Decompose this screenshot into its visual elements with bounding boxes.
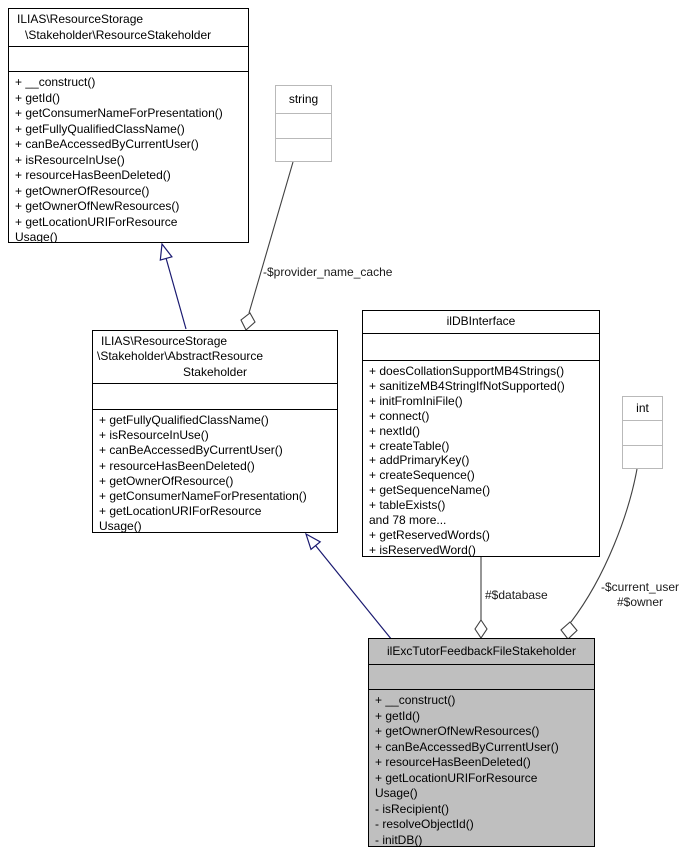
text-line: + __construct() (15, 75, 96, 89)
text-line: ilDBInterface (446, 314, 516, 329)
text-line: + canBeAccessedByCurrentUser() (15, 137, 199, 151)
class-attributes-empty (9, 46, 248, 71)
text-line: Usage() (15, 230, 58, 242)
text-line: + getConsumerNameForPresentation() (15, 106, 223, 120)
text-line: + tableExists() (369, 498, 446, 513)
aggregation-diamond-icon (240, 312, 256, 331)
usage-edge-provider-name-cache (248, 161, 294, 314)
text-line: + initFromIniFile() (369, 393, 463, 408)
text-line: and 78 more... (369, 513, 447, 528)
primitive-methods-empty (623, 445, 662, 468)
edge-label-current-user: -$current_user (600, 580, 680, 594)
inheritance-arrowhead-icon (159, 242, 173, 261)
text-line: - resolveObjectId() (375, 817, 474, 831)
primitive-methods-empty (276, 138, 331, 161)
class-title: ilExcTutorFeedbackFileStakeholder (369, 639, 594, 664)
text-line: + getLocationURIForResource (15, 214, 178, 229)
inheritance-edge-abstract-to-resource (165, 257, 187, 330)
edge-label-current-user-owner: -$current_user #$owner (594, 580, 686, 609)
class-box-abstract-resource-stakeholder[interactable]: ILIAS\ResourceStorage\Stakeholder\Abstra… (92, 330, 338, 533)
text-line: \Stakeholder\AbstractResource (97, 349, 264, 364)
inheritance-arrowhead-icon (304, 532, 322, 551)
edge-label-owner: #$owner (616, 594, 664, 609)
text-line: + resourceHasBeenDeleted() (99, 458, 255, 473)
class-methods: + doesCollationSupportMB4Strings()+ sani… (363, 360, 599, 556)
text-line: + getOwnerOfNewResources() (15, 199, 180, 213)
primitive-attributes-empty (276, 113, 331, 138)
text-line: + getFullyQualifiedClassName() (15, 121, 185, 136)
edge-label-database: #$database (485, 588, 548, 602)
class-methods: + getFullyQualifiedClassName()+ isResour… (93, 409, 337, 532)
edge-label-provider-name-cache: -$provider_name_cache (263, 265, 393, 279)
class-box-ilexctutorfeedbackfilestakeholder: ilExcTutorFeedbackFileStakeholder + __co… (368, 638, 595, 847)
primitive-title: int (636, 401, 649, 415)
text-line: + createSequence() (369, 468, 475, 483)
text-line: + getId() (375, 708, 421, 723)
class-attributes-empty (369, 664, 594, 689)
text-line: + getLocationURIForResource (375, 770, 538, 785)
inheritance-edge-ilexc-to-abstract (315, 545, 393, 641)
primitive-box-string: string (275, 85, 332, 162)
text-line: + isResourceInUse() (15, 152, 125, 167)
text-line: \Stakeholder\ResourceStakeholder (25, 27, 212, 42)
aggregation-diamond-icon (560, 621, 578, 640)
class-box-ildbinterface[interactable]: ilDBInterface + doesCollationSupportMB4S… (362, 310, 600, 557)
class-title: ILIAS\ResourceStorage\Stakeholder\Resour… (9, 9, 248, 46)
text-line: + isReservedWord() (369, 542, 476, 556)
class-title: ilDBInterface (363, 311, 599, 333)
text-line: + createTable() (369, 438, 450, 453)
text-line: ilExcTutorFeedbackFileStakeholder (387, 643, 576, 658)
text-line: + connect() (369, 408, 430, 423)
usage-edge-current-user-owner (570, 468, 638, 623)
text-line: + addPrimaryKey() (369, 453, 470, 468)
text-line: + nextId() (369, 423, 421, 438)
text-line: + getReservedWords() (369, 527, 490, 542)
text-line: + getId() (15, 90, 61, 105)
text-line: + isResourceInUse() (99, 428, 209, 443)
text-line: - initDB() (375, 832, 423, 847)
text-line: ILIAS\ResourceStorage (17, 12, 144, 26)
text-line: + getSequenceName() (369, 483, 491, 498)
class-methods: + __construct()+ getId()+ getConsumerNam… (9, 71, 248, 242)
primitive-title: string (288, 92, 319, 106)
text-line: + canBeAccessedByCurrentUser() (99, 443, 283, 458)
text-line: Stakeholder (182, 364, 248, 379)
text-line: + getLocationURIForResource (99, 504, 262, 519)
class-methods: + __construct()+ getId()+ getOwnerOfNewR… (369, 689, 594, 846)
class-attributes-empty (93, 383, 337, 409)
primitive-attributes-empty (623, 420, 662, 445)
primitive-box-int: int (622, 396, 663, 469)
class-attributes-empty (363, 333, 599, 360)
aggregation-diamond-icon (474, 619, 488, 639)
class-title: ILIAS\ResourceStorage\Stakeholder\Abstra… (93, 331, 337, 383)
text-line: Usage() (99, 519, 142, 532)
text-line: + getOwnerOfResource() (99, 473, 234, 488)
text-line: + getConsumerNameForPresentation() (99, 489, 307, 504)
text-line: + sanitizeMB4StringIfNotSupported() (369, 378, 565, 393)
text-line: + __construct() (375, 693, 456, 707)
text-line: + resourceHasBeenDeleted() (375, 755, 531, 769)
text-line: Usage() (375, 786, 418, 800)
text-line: + getOwnerOfResource() (15, 183, 150, 198)
text-line: + getFullyQualifiedClassName() (99, 413, 269, 427)
text-line: - isRecipient() (375, 801, 450, 816)
text-line: + resourceHasBeenDeleted() (15, 168, 171, 182)
class-box-resource-stakeholder[interactable]: ILIAS\ResourceStorage\Stakeholder\Resour… (8, 8, 249, 243)
text-line: ILIAS\ResourceStorage (101, 333, 228, 348)
text-line: + canBeAccessedByCurrentUser() (375, 739, 559, 754)
text-line: + doesCollationSupportMB4Strings() (369, 364, 565, 378)
text-line: + getOwnerOfNewResources() (375, 724, 540, 738)
